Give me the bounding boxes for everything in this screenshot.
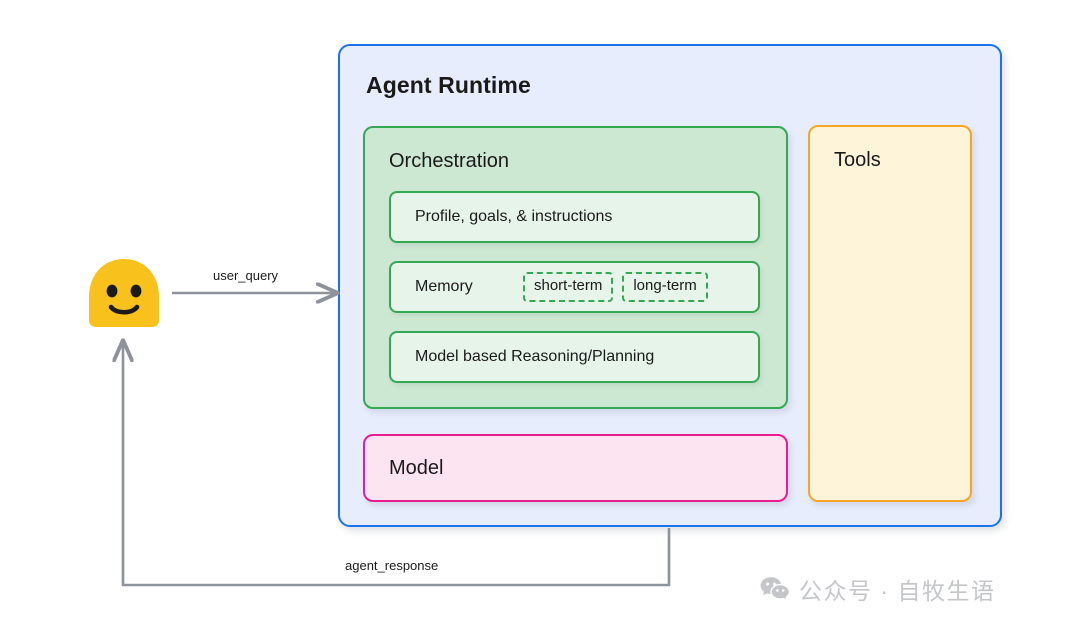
memory-tag-group: short-term long-term bbox=[523, 263, 708, 311]
orchestration-row-profile: Profile, goals, & instructions bbox=[389, 191, 760, 243]
wechat-icon bbox=[760, 577, 790, 602]
tools-panel: Tools bbox=[808, 125, 972, 502]
model-panel: Model bbox=[363, 434, 788, 502]
orchestration-row-label: Profile, goals, & instructions bbox=[415, 208, 613, 225]
memory-tag-short-term: short-term bbox=[523, 272, 614, 302]
user-avatar-icon bbox=[89, 259, 159, 327]
orchestration-row-label: Memory bbox=[415, 278, 473, 295]
tools-title: Tools bbox=[834, 149, 881, 171]
orchestration-title: Orchestration bbox=[389, 150, 510, 172]
memory-tag-long-term: long-term bbox=[622, 272, 708, 302]
agent-response-label: agent_response bbox=[345, 558, 439, 573]
orchestration-row-memory: Memory short-term long-term bbox=[389, 261, 760, 313]
user-query-label: user_query bbox=[213, 268, 279, 283]
orchestration-row-label: Model based Reasoning/Planning bbox=[415, 348, 655, 365]
model-title: Model bbox=[389, 456, 444, 479]
watermark-text: 公众号 · 自牧生语 bbox=[799, 578, 996, 604]
orchestration-row-reasoning: Model based Reasoning/Planning bbox=[389, 331, 760, 383]
agent-runtime-title: Agent Runtime bbox=[366, 72, 531, 98]
watermark: 公众号 · 自牧生语 bbox=[760, 572, 995, 606]
